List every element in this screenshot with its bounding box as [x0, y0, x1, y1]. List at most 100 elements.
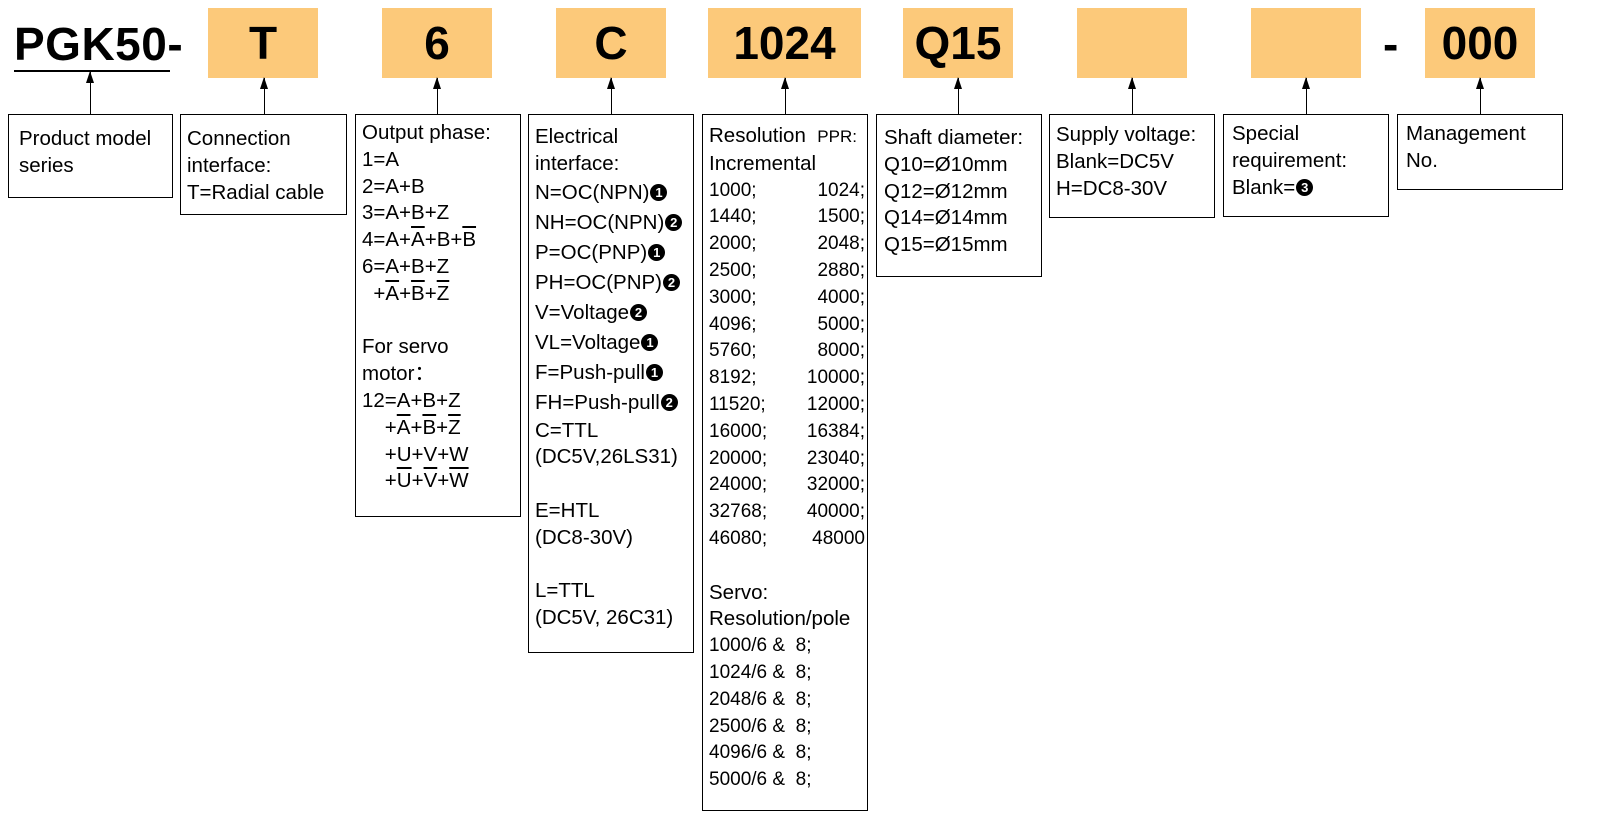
note-mark-2-icon: 2: [660, 393, 678, 411]
resolution-value: 1000;: [709, 179, 757, 201]
note-mark-2-icon: 2: [630, 303, 648, 321]
arrow-series: [86, 71, 94, 114]
resolution-value: 4000;: [817, 286, 865, 308]
shaft-item: Q10=Ø10mm: [884, 152, 1008, 176]
arrow-management: [1476, 77, 1484, 114]
note-mark-1-icon: 1: [641, 333, 659, 351]
supply-item: H=DC8-30V: [1056, 176, 1168, 200]
code-electrical: C: [556, 8, 666, 78]
phase-item-12-cont-2: +U+V+W: [362, 442, 469, 466]
phase-item: 3=A+B+Z: [362, 201, 450, 225]
servo-resolution-item: 1000/6 & 8;: [709, 635, 812, 657]
phase-item-12: 12=A+B+Z: [362, 388, 461, 412]
resolution-value: 12000;: [806, 393, 865, 415]
note-mark-3-icon: 3: [1296, 178, 1314, 196]
box-shaft-diameter: Shaft diameter: Q10=Ø10mm Q12=Ø12mm Q14=…: [876, 114, 1042, 277]
servo-resolution-item: 2500/6 & 8;: [709, 715, 812, 737]
phase-item: 2=A+B: [362, 174, 425, 198]
model-prefix: PGK50-: [14, 18, 184, 70]
arrow-shaft: [954, 77, 962, 114]
resolution-value: 48000: [812, 527, 865, 549]
resolution-value: 46080;: [709, 527, 768, 549]
resolution-unit: PPR:: [817, 127, 857, 146]
resolution-value: 8000;: [817, 340, 865, 362]
electrical-htl: E=HTL: [535, 498, 600, 522]
servo-resolution-item: 5000/6 & 8;: [709, 769, 812, 791]
servo-resolution-item: 4096/6 & 8;: [709, 742, 812, 764]
box-output-phase: Output phase: 1=A 2=A+B 3=A+B+Z 4=A+A+B+…: [355, 114, 521, 517]
box-electrical-interface: Electrical interface: N=OC(NPN)1 NH=OC(N…: [528, 114, 694, 653]
box-supply-voltage: Supply voltage: Blank=DC5V H=DC8-30V: [1049, 114, 1215, 218]
note-mark-1-icon: 1: [648, 243, 666, 261]
electrical-title-1: Electrical: [535, 125, 619, 148]
code-supply: [1077, 8, 1187, 78]
resolution-value: 32000;: [806, 474, 865, 496]
arrow-resolution: [781, 77, 789, 114]
electrical-item: NH=OC(NPN)2: [535, 208, 687, 238]
special-title-1: Special: [1232, 122, 1300, 145]
resolution-value: 1500;: [817, 206, 865, 228]
resolution-value: 32768;: [709, 501, 768, 523]
box-special-requirement: Special requirement: Blank=3: [1223, 114, 1389, 217]
note-mark-2-icon: 2: [663, 273, 681, 291]
resolution-value: 24000;: [709, 474, 768, 496]
resolution-servo-list: 1000/6 & 8; 1024/6 & 8; 2048/6 & 8; 2500…: [709, 633, 861, 794]
code-management: 000: [1425, 8, 1535, 78]
arrow-connection: [260, 77, 268, 114]
resolution-list: 1000;1024; 1440;1500; 2000;2048; 2500;28…: [709, 178, 865, 553]
electrical-item: PH=OC(PNP)2: [535, 268, 687, 298]
resolution-value: 23040;: [806, 447, 865, 469]
resolution-value: 5760;: [709, 340, 757, 362]
box-management-no: Management No.: [1397, 114, 1563, 190]
separator-dash: -: [1383, 18, 1399, 70]
servo-resolution-item: 2048/6 & 8;: [709, 688, 812, 710]
note-mark-1-icon: 1: [650, 183, 668, 201]
phase-item-6: 6=A+B+Z: [362, 254, 450, 278]
management-line-1: Management: [1406, 122, 1526, 145]
shaft-item: Q14=Ø14mm: [884, 206, 1008, 230]
resolution-value: 8192;: [709, 367, 757, 389]
box-resolution: Resolution PPR: Incremental 1000;1024; 1…: [702, 114, 868, 811]
arrow-supply: [1128, 77, 1136, 114]
resolution-value: 2500;: [709, 259, 757, 281]
electrical-title-2: interface:: [535, 151, 620, 175]
resolution-value: 1440;: [709, 206, 757, 228]
arrow-electrical: [607, 77, 615, 114]
phase-servo-title-1: For servo: [362, 335, 449, 359]
resolution-value: 1024;: [817, 179, 865, 201]
phase-title: Output phase:: [362, 121, 491, 144]
phase-servo-title-2: motor：: [362, 362, 435, 386]
resolution-value: 16000;: [709, 420, 768, 442]
phase-item: 1=A: [362, 147, 400, 171]
code-shaft: Q15: [903, 8, 1013, 78]
box-product-series: Product model series: [8, 114, 173, 198]
resolution-value: 40000;: [806, 501, 865, 523]
phase-item-4: 4=A+A+B+B: [362, 228, 477, 252]
electrical-ttl-detail: (DC5V,26LS31): [535, 445, 678, 469]
resolution-value: 2880;: [817, 259, 865, 281]
code-connection: T: [208, 8, 318, 78]
resolution-title: Resolution PPR:: [709, 124, 857, 147]
arrow-special: [1302, 77, 1310, 114]
connection-line-2: interface:: [187, 153, 272, 177]
box-connection: Connection interface: T=Radial cable: [180, 114, 347, 215]
note-mark-1-icon: 1: [645, 363, 663, 381]
phase-item-12-cont-1: +A+B+Z: [362, 415, 461, 439]
resolution-servo-title-1: Servo:: [709, 580, 769, 604]
phase-item-12-cont-3: +U+V+W: [362, 469, 469, 493]
electrical-htl-detail: (DC8-30V): [535, 525, 633, 549]
note-mark-2-icon: 2: [665, 213, 683, 231]
supply-title: Supply voltage:: [1056, 123, 1197, 146]
code-phase: 6: [382, 8, 492, 78]
phase-item-6-cont: +A+B+Z: [362, 281, 450, 305]
management-line-2: No.: [1406, 148, 1438, 172]
shaft-item: Q12=Ø12mm: [884, 179, 1008, 203]
electrical-item: N=OC(NPN)1: [535, 178, 687, 208]
resolution-value: 4096;: [709, 313, 757, 335]
connection-line-3: T=Radial cable: [187, 180, 325, 204]
arrow-phase: [433, 77, 441, 114]
